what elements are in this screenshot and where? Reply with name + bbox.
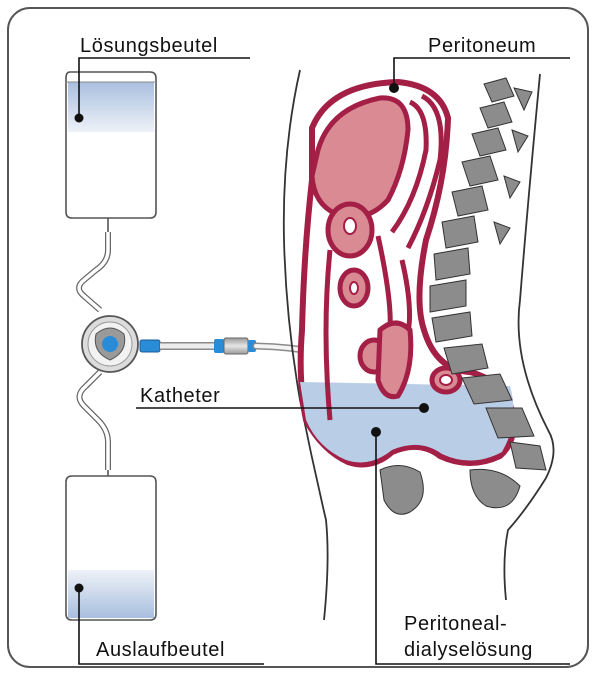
connector-disc bbox=[82, 316, 138, 372]
label-catheter: Katheter bbox=[140, 384, 220, 408]
label-peritoneum: Peritoneum bbox=[428, 34, 536, 58]
label-drain-bag: Auslaufbeutel bbox=[96, 638, 225, 662]
label-dialysate-line1: Peritoneal- bbox=[404, 612, 507, 636]
label-solution-bag: Lösungsbeutel bbox=[80, 34, 218, 58]
label-dialysate-line2: dialyselösung bbox=[404, 638, 533, 662]
